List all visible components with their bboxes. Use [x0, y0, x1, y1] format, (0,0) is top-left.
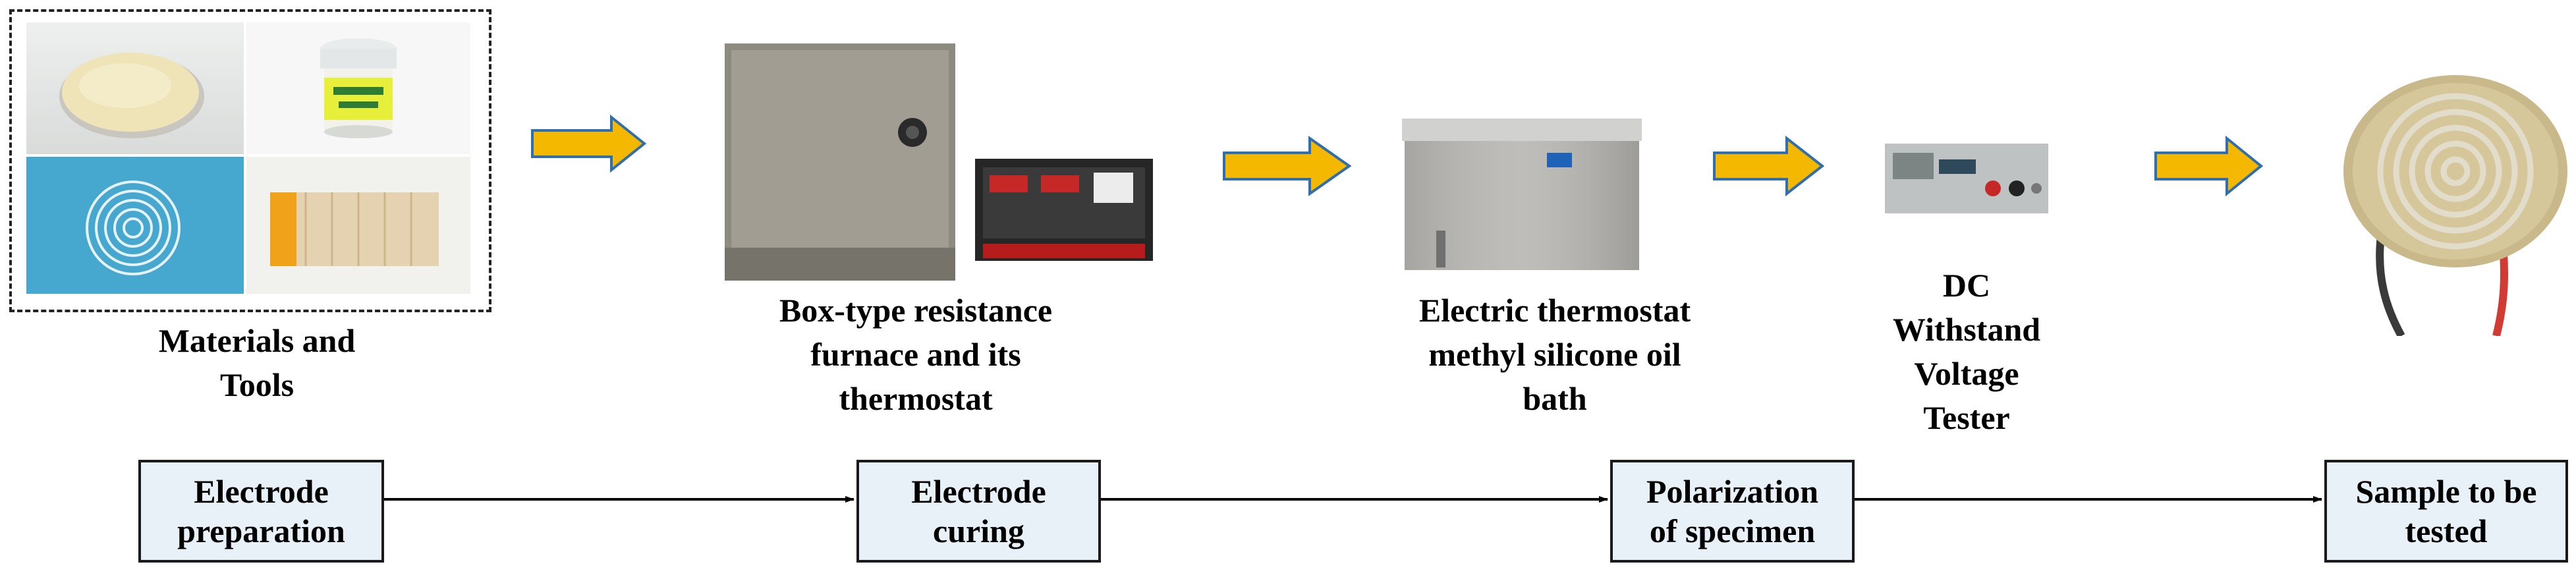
step-box-electrode-curing: Electrode curing [856, 460, 1101, 563]
tape-roll-photo [246, 157, 470, 294]
ceramic-disc-photo [26, 22, 244, 154]
caption-tester: DC Withstand Voltage Tester [1892, 267, 2041, 436]
spiral-mask-photo [26, 157, 244, 294]
block-arrow-icon [1223, 136, 1352, 196]
block-arrow-icon [531, 114, 647, 173]
step-label: Sample to be tested [2355, 473, 2537, 549]
step-label: Electrode curing [911, 473, 1046, 549]
step-box-electrode-preparation: Electrode preparation [138, 460, 384, 563]
block-arrow-icon [1713, 135, 1825, 197]
caption-furnace: Box-type resistance furnace and its ther… [779, 292, 1053, 417]
step-label: Electrode preparation [177, 473, 345, 549]
caption-materials: Materials and Tools [158, 322, 356, 403]
finished-sample-photo [2336, 72, 2576, 338]
block-arrow-icon [2154, 135, 2264, 197]
silver-paste-jar-photo [246, 22, 470, 154]
step-box-sample-to-be-tested: Sample to be tested [2324, 460, 2568, 563]
dc-tester-photo [1881, 137, 2052, 221]
materials-group [9, 9, 491, 312]
furnace-photo [712, 37, 1173, 287]
caption-oil-bath: Electric thermostat methyl silicone oil … [1418, 292, 1691, 417]
step-box-polarization: Polarization of specimen [1610, 460, 1855, 563]
step-label: Polarization of specimen [1646, 473, 1819, 549]
oil-bath-photo [1397, 112, 1647, 283]
